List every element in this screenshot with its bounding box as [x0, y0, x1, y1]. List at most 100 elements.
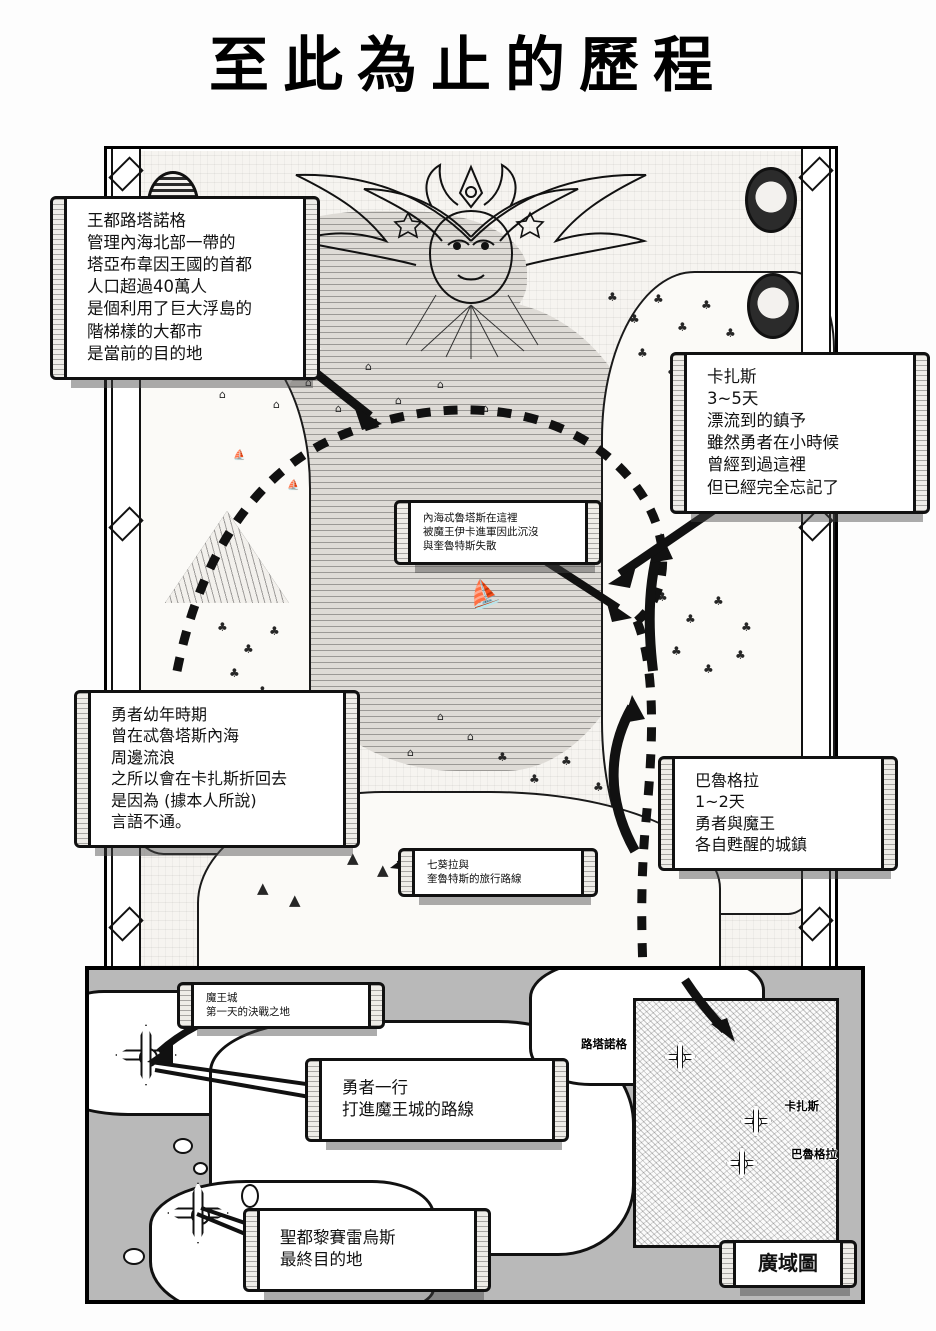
- scroll-line: 曾經到過這裡: [707, 455, 806, 475]
- tree-icon: ♣: [657, 590, 668, 604]
- inset-label-kazasu: 卡扎斯: [784, 1099, 820, 1113]
- scroll-hero-party-route[interactable]: 勇者一行 打進魔王城的路線: [305, 1058, 569, 1143]
- page-title: 至此為止的歷程: [209, 31, 727, 101]
- town-icon: ⌂: [467, 730, 474, 743]
- scroll-hero-childhood[interactable]: 勇者幼年時期 曾在忒魯塔斯內海 周邊流浪 之所以會在卡扎斯折回去 是因為 (據本…: [74, 690, 360, 848]
- scroll-line: 3~5天: [707, 389, 759, 409]
- ship-icon: ⛵: [287, 480, 300, 491]
- scroll-inner-sea[interactable]: 內海忒魯塔斯在這裡 被魔王伊卡進軍因此沉沒 與奎魯特斯失散: [394, 500, 602, 566]
- wide-area-caption[interactable]: 廣域圖: [719, 1240, 857, 1288]
- winged-goddess-emblem: [294, 163, 648, 359]
- mountain-icon: ▲: [257, 879, 269, 897]
- scroll-line: 1~2天: [695, 792, 745, 812]
- tree-icon: ♣: [217, 620, 228, 634]
- wide-area-map-panel: 魔王城 第一天的決戰之地 勇者一行 打進魔王城的路線 聖都黎賽雷烏斯 最終目的地…: [85, 966, 865, 1304]
- mountain-icon: ▲: [347, 849, 359, 867]
- scroll-royal-capital[interactable]: 王都路塔諾格 管理內海北部一帶的 塔亞布韋因王國的首都 人口超過40萬人 是個利…: [50, 196, 320, 380]
- inset-marker-kazasu: [746, 1111, 766, 1131]
- ship-icon: ⛵: [233, 450, 246, 461]
- tree-icon: ♣: [529, 772, 540, 786]
- scroll-line: 七葵拉與: [427, 859, 469, 871]
- scroll-line: 與奎魯特斯失散: [423, 540, 497, 553]
- town-icon: ⌂: [437, 378, 444, 391]
- inset-mini-map: [633, 998, 839, 1248]
- scroll-line: 曾在忒魯塔斯內海: [111, 726, 240, 746]
- tree-icon: ♣: [701, 298, 712, 312]
- pointer-inner-sea: [541, 556, 632, 622]
- tree-icon: ♣: [713, 594, 724, 608]
- inset-label-rutanogu: 路塔諾格: [581, 1037, 627, 1051]
- scroll-line: 聖都黎賽雷烏斯: [280, 1228, 396, 1247]
- scroll-line: 管理內海北部一帶的: [87, 233, 236, 253]
- tree-icon: ♣: [735, 648, 746, 662]
- scroll-line: 打進魔王城的路線: [342, 1100, 474, 1120]
- label-line: 魔王城: [206, 992, 238, 1004]
- scroll-line: 周邊流浪: [111, 747, 176, 767]
- town-icon: ⌂: [437, 710, 444, 723]
- town-icon: ⌂: [407, 746, 414, 759]
- tree-icon: ♣: [593, 780, 604, 794]
- tree-icon: ♣: [703, 662, 714, 676]
- scroll-line: 雖然勇者在小時候: [707, 433, 839, 453]
- tree-icon: ♣: [637, 346, 648, 360]
- tree-icon: ♣: [653, 292, 664, 306]
- scroll-line: 人口超過40萬人: [87, 277, 207, 297]
- island-icon: [241, 1184, 259, 1208]
- scroll-line: 但已經完全忘記了: [707, 477, 839, 497]
- mountain-icon: ▲: [377, 861, 389, 879]
- scroll-line: 各自甦醒的城鎮: [695, 835, 808, 855]
- scroll-line: 卡扎斯: [707, 367, 757, 386]
- scroll-line: 巴魯格拉: [695, 771, 760, 790]
- tree-icon: ♣: [685, 612, 696, 626]
- volcano-icon: [165, 511, 289, 603]
- town-icon: ⌂: [482, 402, 489, 415]
- town-icon: ⌂: [305, 376, 312, 389]
- tree-icon: ♣: [607, 290, 618, 304]
- scroll-kazasu[interactable]: 卡扎斯 3~5天 漂流到的鎮予 雖然勇者在小時候 曾經到過這裡 但已經完全忘記了: [670, 352, 930, 514]
- town-icon: ⌂: [395, 394, 402, 407]
- town-icon: ⌂: [219, 388, 226, 401]
- scroll-line: 是因為 (據本人所說): [111, 790, 257, 810]
- scroll-line: 內海忒魯塔斯在這裡: [423, 512, 518, 524]
- town-icon: ⌂: [273, 398, 280, 411]
- scroll-line: 最終目的地: [280, 1250, 363, 1270]
- tree-icon: ♣: [725, 326, 736, 340]
- scroll-line: 之所以會在卡扎斯折回去: [111, 769, 288, 789]
- scroll-line: 被魔王伊卡進軍因此沉沒: [423, 526, 539, 539]
- scroll-barugura[interactable]: 巴魯格拉 1~2天 勇者與魔王 各自甦醒的城鎮: [658, 756, 898, 871]
- scroll-line: 勇者一行: [342, 1078, 408, 1097]
- tree-icon: ♣: [497, 750, 508, 764]
- scroll-line: 塔亞布韋因王國的首都: [87, 255, 252, 275]
- scroll-line: 奎魯特斯的旅行路線: [427, 873, 522, 886]
- tree-icon: ♣: [671, 644, 682, 658]
- tree-icon: ♣: [229, 666, 240, 680]
- inset-marker-barugura: [732, 1153, 752, 1173]
- label-demon-castle[interactable]: 魔王城 第一天的決戰之地: [177, 982, 385, 1030]
- town-icon: ⌂: [365, 360, 372, 373]
- tree-icon: ♣: [741, 620, 752, 634]
- scroll-line: 勇者與魔王: [695, 813, 776, 833]
- arrowhead-icon: [711, 1018, 735, 1042]
- tree-icon: ♣: [561, 754, 572, 768]
- island-icon: [193, 1162, 208, 1175]
- tree-icon: ♣: [243, 642, 254, 656]
- caption-text: 廣域圖: [758, 1251, 818, 1276]
- scroll-line: 漂流到的鎮予: [707, 411, 806, 431]
- flame-seal-emblem: [745, 167, 797, 233]
- scroll-line: 言語不通。: [111, 812, 192, 832]
- leaf-seal-emblem: [747, 273, 799, 339]
- scroll-line: 階梯樣的大都市: [87, 321, 203, 341]
- scroll-line: 是當前的目的地: [87, 343, 203, 363]
- scroll-line: 勇者幼年時期: [111, 705, 208, 724]
- inset-label-barugura: 巴魯格拉: [791, 1147, 837, 1161]
- scroll-travel-route[interactable]: 七葵拉與 奎魯特斯的旅行路線: [398, 848, 598, 898]
- tree-icon: ♣: [677, 320, 688, 334]
- scroll-line: 王都路塔諾格: [87, 211, 186, 230]
- island-icon: [123, 1248, 145, 1265]
- tree-icon: ♣: [269, 624, 280, 638]
- island-icon: [173, 1138, 193, 1154]
- label-line: 第一天的決戰之地: [206, 1006, 290, 1019]
- tree-icon: ♣: [629, 312, 640, 326]
- scroll-holy-capital[interactable]: 聖都黎賽雷烏斯 最終目的地: [243, 1208, 491, 1293]
- inset-marker-rutanogu: [670, 1047, 690, 1067]
